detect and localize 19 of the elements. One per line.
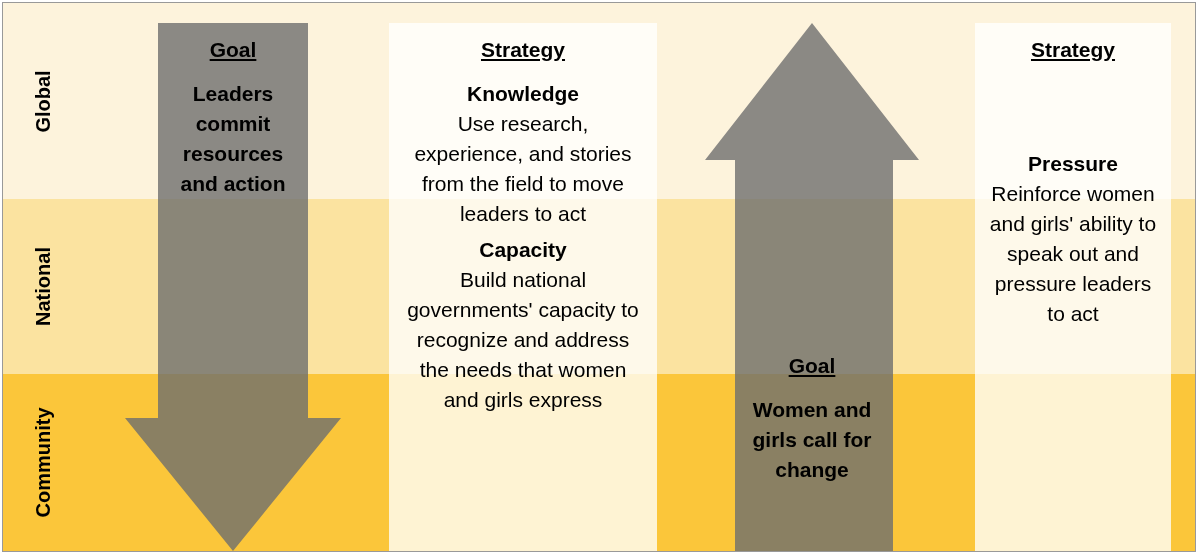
level-label: Community bbox=[31, 407, 55, 518]
strategy-text: Reinforce women and girls' ability to speak out and pressure leaders to act bbox=[988, 181, 1158, 327]
strategy-heading: Capacity bbox=[478, 237, 568, 263]
strategy-text: Build national governments' capacity to recognize and address the needs that women and girls express bbox=[406, 267, 640, 413]
strategy-panel bbox=[389, 23, 657, 551]
goal-text: Women and girls call for change bbox=[751, 397, 873, 483]
goal-pointer-shape bbox=[125, 23, 341, 551]
column-heading: Goal bbox=[208, 37, 258, 63]
goal-text: Leaders commit resources and action bbox=[179, 81, 287, 197]
strategy-heading: Pressure bbox=[1027, 151, 1119, 177]
column-heading: Strategy bbox=[480, 37, 566, 63]
strategy-heading: Knowledge bbox=[466, 81, 580, 107]
strategy-text: Use research, experience, and stories from the field to move leaders to act bbox=[413, 111, 633, 227]
level-label: Global bbox=[31, 69, 55, 133]
column-heading: Strategy bbox=[1030, 37, 1116, 63]
strategy-panel bbox=[975, 23, 1171, 551]
column-heading: Goal bbox=[787, 353, 837, 379]
goal-pointer-shape bbox=[705, 23, 919, 551]
level-label: National bbox=[31, 247, 55, 326]
